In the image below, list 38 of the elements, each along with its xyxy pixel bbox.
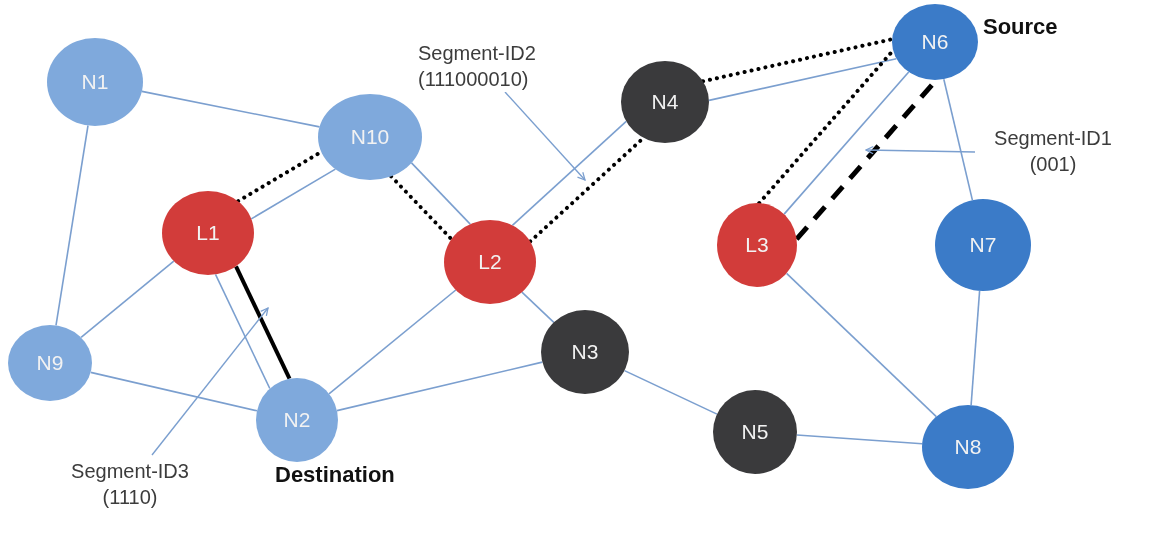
link-line	[410, 162, 471, 225]
link-line	[214, 273, 271, 390]
link-line	[796, 434, 923, 445]
network-node: L2	[444, 220, 536, 304]
link-line	[234, 265, 292, 380]
link-line	[336, 361, 544, 412]
link-line	[943, 78, 974, 201]
leader-arrow	[151, 307, 269, 456]
network-node: L3	[717, 203, 797, 287]
link-line	[783, 71, 910, 215]
leader-arrow	[865, 145, 976, 155]
network-node: N4	[621, 61, 709, 143]
link-line	[141, 90, 321, 128]
network-node: N8	[922, 405, 1014, 489]
role-label: Source	[983, 14, 1058, 40]
link-line	[970, 290, 981, 406]
network-node: N9	[8, 325, 92, 401]
network-node: N2	[256, 378, 338, 462]
network-node: N1	[47, 38, 143, 126]
leader-arrow	[504, 91, 586, 181]
link-line	[55, 124, 89, 327]
link-line	[623, 369, 718, 415]
network-node: N6	[892, 4, 978, 80]
role-label: Destination	[275, 462, 395, 488]
network-node: L1	[162, 191, 254, 275]
network-node: N10	[318, 94, 422, 180]
link-line	[328, 289, 457, 395]
link-line	[250, 168, 337, 220]
link-line	[511, 120, 627, 227]
link-line	[89, 371, 258, 412]
link-line	[708, 58, 898, 102]
network-node: N5	[713, 390, 797, 474]
network-node: N3	[541, 310, 629, 394]
network-node: N7	[935, 199, 1031, 291]
link-line	[80, 260, 175, 339]
link-line	[521, 291, 555, 324]
link-line	[389, 174, 454, 242]
link-line	[785, 272, 938, 418]
